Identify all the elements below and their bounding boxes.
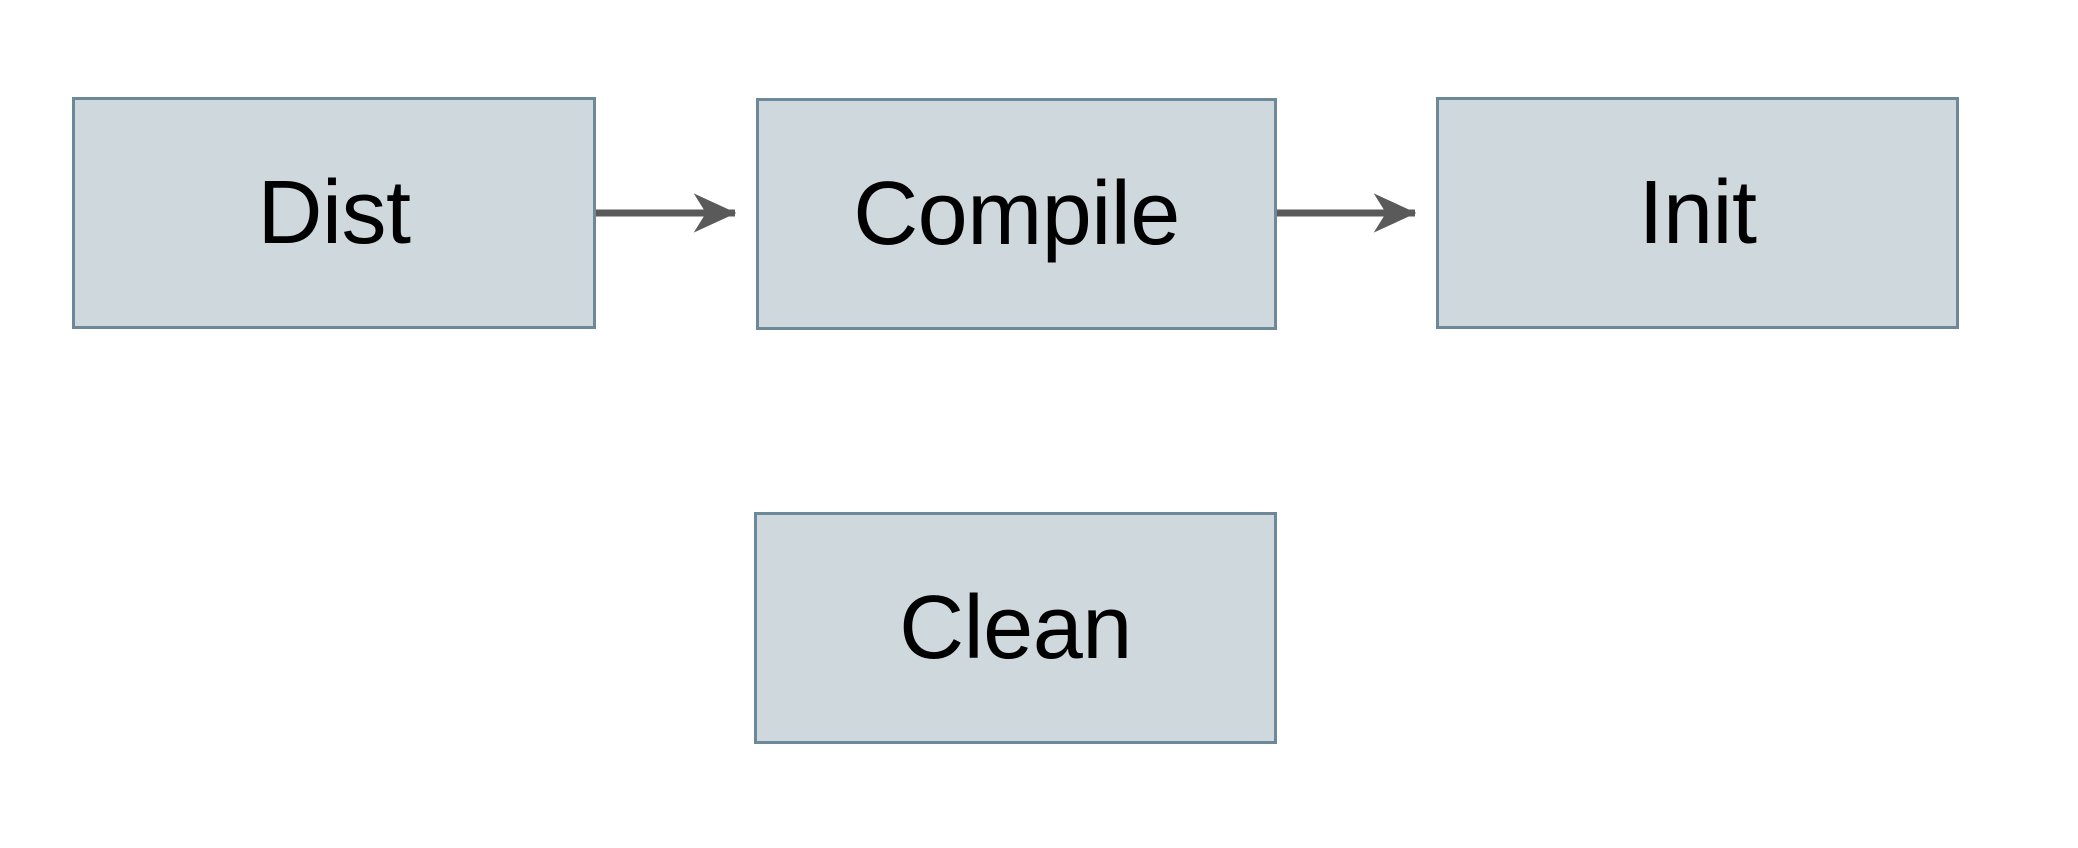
- node-compile[interactable]: Compile: [756, 98, 1277, 330]
- node-init[interactable]: Init: [1436, 97, 1959, 329]
- node-label: Dist: [257, 163, 412, 263]
- node-clean[interactable]: Clean: [754, 512, 1277, 744]
- node-label: Compile: [853, 164, 1180, 264]
- node-label: Clean: [899, 578, 1132, 678]
- node-label: Init: [1638, 163, 1757, 263]
- node-dist[interactable]: Dist: [72, 97, 596, 329]
